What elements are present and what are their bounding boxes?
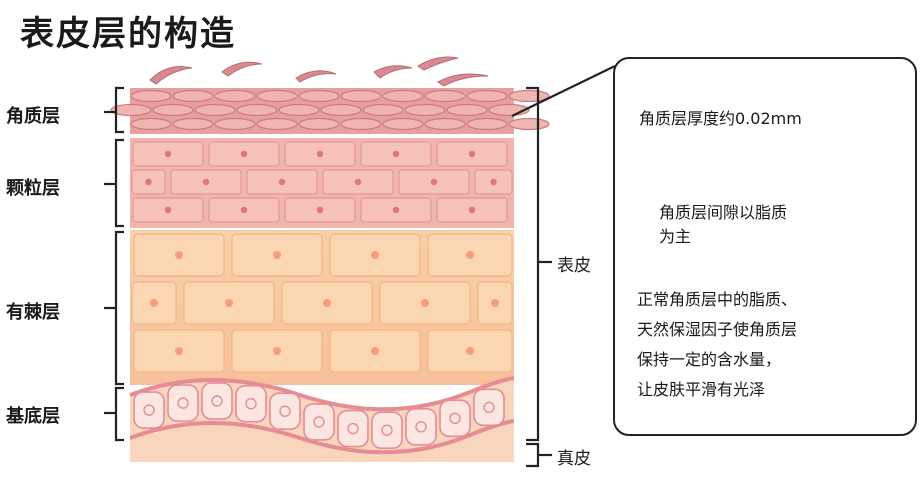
spinous-nucleus [273,251,281,259]
stratum-spinosum-layer [130,230,514,385]
corneum-cell [466,89,508,103]
basal-cell [133,391,165,429]
corneum-cell [172,117,214,131]
corneum-cell [466,117,508,131]
basal-nucleus [143,404,155,416]
spinous-nucleus [323,299,331,307]
corneum-cell [130,117,172,131]
granular-nucleus [354,178,362,186]
stratum-basale-layer [129,376,515,462]
corneum-cell [110,103,152,117]
corneum-cell [382,117,424,131]
corneum-cell [446,103,488,117]
corneum-cell [340,117,382,131]
corneum-cell [362,103,404,117]
info-box: 角质层厚度约0.02mm 角质层间隙以脂质 为主 正常角质层中的脂质、 天然保湿… [613,57,917,436]
basal-cell [439,399,471,438]
granular-nucleus [145,178,152,186]
granular-nucleus [164,206,172,214]
basal-nucleus [177,397,189,409]
corneum-cell [424,117,466,131]
granular-nucleus [392,150,400,158]
granular-nucleus [240,150,248,158]
corneum-cell [236,103,278,117]
basal-nucleus [347,422,359,435]
basal-nucleus [279,405,291,417]
granular-nucleus [430,178,438,186]
corneum-cell [298,89,340,103]
spinous-nucleus [466,347,474,355]
spinous-nucleus [225,299,233,307]
granular-nucleus [278,178,286,186]
basal-cell [405,407,437,446]
corneum-cell [278,103,320,117]
basal-cell [473,388,505,427]
basal-nucleus [313,416,325,428]
note-thickness: 角质层厚度约0.02mm [639,109,802,128]
basal-nucleus [245,397,257,410]
granular-nucleus [468,206,476,214]
page-title: 表皮层的构造 [20,14,236,54]
corneum-cell [194,103,236,117]
granular-nucleus [316,206,324,214]
label-stratum-corneum: 角质层 [6,106,60,127]
corneum-cell [256,89,298,103]
stratum-corneum-layer [110,88,550,134]
corneum-cell [130,89,172,103]
spinous-nucleus [175,347,183,355]
granular-nucleus [164,150,172,158]
basal-cell [235,384,267,423]
right-brackets [526,86,552,468]
granular-nucleus [468,150,476,158]
corneum-cell [340,89,382,103]
shedding-flakes [149,56,489,87]
label-stratum-granulosum: 颗粒层 [6,178,60,199]
basal-cell [269,392,301,430]
corneum-cell [298,117,340,131]
label-dermis: 真皮 [557,449,591,469]
callout-line [511,65,616,117]
left-brackets [104,86,124,442]
granular-nucleus [202,178,210,186]
basal-cell [337,409,369,448]
spinous-nucleus [371,251,379,259]
corneum-cell [214,89,256,103]
basal-nucleus [449,412,461,425]
basal-nucleus [211,395,223,407]
corneum-cell [424,89,466,103]
basal-nucleus [415,421,427,433]
spinous-nucleus [371,347,379,355]
spinous-nucleus [466,251,474,259]
basal-cell [371,411,403,450]
corneum-cell [214,117,256,131]
stratum-granulosum-layer [130,138,514,228]
corneum-cell [320,103,362,117]
corneum-cell [404,103,446,117]
basal-cell [167,384,199,422]
label-stratum-spinosum: 有棘层 [6,302,60,323]
granular-nucleus [490,178,497,186]
corneum-cell [172,89,214,103]
spinous-nucleus [421,299,429,307]
note-moisture: 正常角质层中的脂质、 天然保湿因子使角质层 保持一定的含水量， 让皮肤平滑有光泽 [637,290,798,399]
basal-nucleus [381,424,393,436]
spinous-nucleus [491,299,499,307]
label-stratum-basale: 基底层 [6,406,60,427]
spinous-nucleus [273,347,281,355]
note-lipid-gaps: 角质层间隙以脂质 为主 [659,203,788,246]
corneum-cell [152,103,194,117]
spinous-nucleus [175,251,183,259]
basal-nucleus [483,401,495,413]
granular-nucleus [240,206,248,214]
corneum-cell [508,117,550,131]
label-epidermis: 表皮 [557,256,591,276]
basal-cell [303,403,335,441]
corneum-cell [256,117,298,131]
spinous-nucleus [150,299,158,307]
corneum-cell [382,89,424,103]
granular-nucleus [392,206,400,214]
basal-cell [201,382,233,420]
granular-nucleus [316,150,324,158]
